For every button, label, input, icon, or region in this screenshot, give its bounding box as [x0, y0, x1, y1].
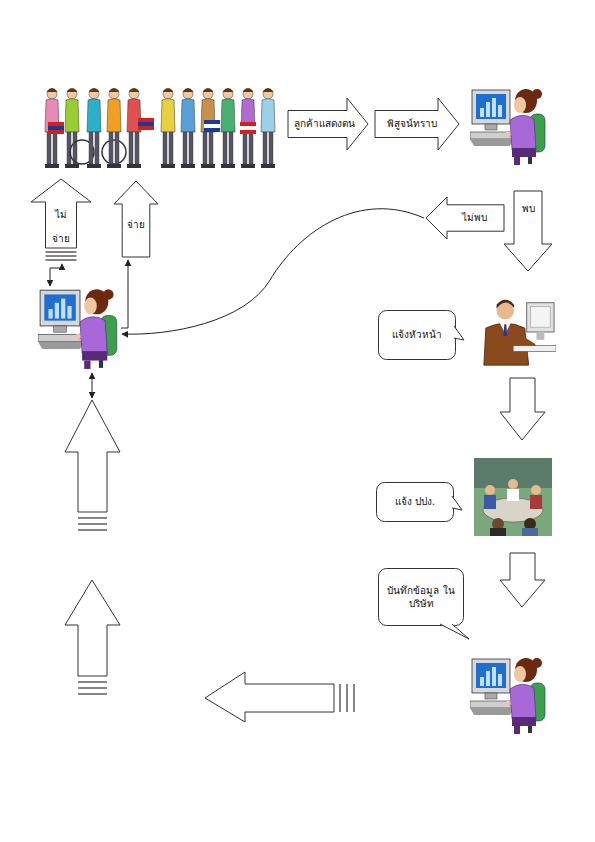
meeting-photo: [474, 458, 552, 536]
bubble-body: [379, 311, 456, 360]
bubble-tail-outline: [454, 326, 464, 340]
bubble-tail-outline: [440, 624, 469, 639]
clerk-at-computer: [470, 658, 545, 734]
person: [161, 88, 175, 168]
text-area: บันทึกข้อมูล ในบริษัท: [382, 572, 460, 622]
left-arrow: [205, 672, 334, 722]
person: [87, 88, 101, 168]
speech-bubble: แจ้ง ปปง.: [376, 482, 462, 524]
block-arrow: พบ: [503, 190, 553, 272]
node-text: แจ้งหัวหน้า: [392, 328, 442, 342]
node-text: พบ: [522, 202, 535, 216]
node-text: ลูกค้าแสดงตน: [294, 117, 355, 131]
person: [221, 88, 235, 168]
up-arrow: [65, 580, 120, 676]
node-outline: [503, 190, 553, 272]
leader-line: [50, 209, 424, 398]
person: [181, 88, 195, 168]
clerk-at-computer: [38, 289, 117, 369]
block-arrow: จ่าย: [113, 180, 159, 258]
person: [107, 88, 121, 168]
crowd-frame: [38, 84, 282, 172]
node-text: พิสูจน์ทราบ: [387, 117, 437, 131]
up-arrow: [65, 400, 120, 512]
speech-bubble: แจ้งหัวหน้า: [378, 310, 464, 362]
arrow-outline: [426, 197, 504, 239]
block-arrow: ลูกค้าแสดงตน: [287, 97, 369, 151]
leader-line: [121, 260, 128, 328]
text-area: ลูกค้าแสดงตน: [289, 110, 359, 138]
arrow-stripes: [78, 518, 354, 712]
node-text: จ่าย: [127, 218, 145, 232]
block-arrow: ไม่ จ่าย: [30, 178, 92, 262]
text-area: ไม่พบ: [445, 205, 503, 231]
text-area: พิสูจน์ทราบ: [376, 110, 448, 138]
text-area: ไม่ จ่าย: [46, 202, 76, 252]
speech-bubble: บันทึกข้อมูล ในบริษัท: [378, 568, 470, 640]
text-area: พบ: [511, 194, 545, 224]
arrow-outline: [504, 191, 552, 271]
text-area: แจ้ง ปปง.: [380, 486, 450, 518]
arrow-outline: [375, 98, 459, 150]
crowd-illustration: [38, 84, 282, 172]
arrow-stripe: [46, 255, 77, 256]
down-arrow: [500, 378, 545, 440]
node-outline: [113, 180, 159, 258]
bubble-tail: [454, 326, 464, 340]
text-area: จ่าย: [118, 210, 154, 240]
flag: [48, 118, 256, 134]
text-area: แจ้งหัวหน้า: [382, 314, 452, 356]
plain-block-arrow: [65, 378, 545, 722]
arrow-stripe: [46, 251, 77, 252]
bubble-body: [377, 483, 454, 522]
supervisor-at-computer: [484, 300, 556, 365]
bubble-tail: [452, 496, 462, 510]
bubble-tail-outline: [452, 496, 462, 510]
bubble-tail: [440, 624, 469, 639]
down-arrow: [500, 553, 545, 607]
leader-line: [50, 264, 62, 286]
arrow-outline: [114, 181, 158, 257]
clerk-at-computer: [470, 89, 545, 165]
arrow-outline: [288, 98, 368, 150]
arrow-stripe: [46, 259, 77, 260]
bubble-body: [379, 569, 464, 626]
person: [65, 88, 79, 168]
bicycle-wheel: [102, 140, 126, 164]
node-text: ไม่ จ่าย: [46, 203, 76, 251]
node-text: ไม่พบ: [462, 211, 487, 225]
person: [241, 88, 255, 168]
block-arrow: พิสูจน์ทราบ: [374, 97, 460, 151]
person: [261, 88, 275, 168]
block-arrow: ไม่พบ: [425, 196, 505, 240]
leader-line: [92, 373, 93, 398]
node-text: แจ้ง ปปง.: [395, 495, 435, 509]
node-text: บันทึกข้อมูล ในบริษัท: [382, 584, 460, 611]
